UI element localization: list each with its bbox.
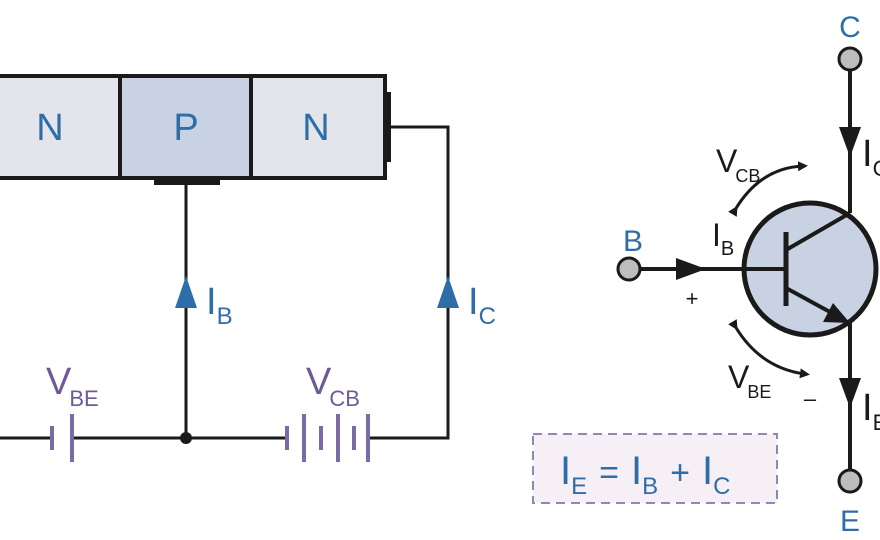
collector-current-arrow <box>437 276 459 308</box>
battery-vcb <box>285 414 370 462</box>
circuit-wires <box>0 125 450 440</box>
battery-vbe <box>50 414 74 462</box>
vbe-curved-arrow <box>728 319 810 379</box>
base-label: B <box>623 225 643 258</box>
vcb-curved-arrow <box>728 161 808 217</box>
emitter-terminal <box>837 468 863 494</box>
symbol-ie-label: IE <box>862 387 880 435</box>
n-region-left-label: N <box>36 107 63 149</box>
semiconductor-block: N P N <box>0 74 391 185</box>
collector-terminal <box>837 46 863 72</box>
base-current-arrow-symbol <box>676 258 706 280</box>
base-current-arrow <box>175 276 197 308</box>
circuit-vbe-label: VBE <box>46 361 99 411</box>
collector-current-arrow-symbol <box>839 127 861 157</box>
collector-label: C <box>839 11 861 44</box>
circuit-ib-label: IB <box>206 281 233 330</box>
symbol-ib-label: IB <box>712 217 734 260</box>
circuit-vcb-label: VCB <box>306 361 360 411</box>
n-region-right <box>249 74 387 180</box>
symbol-ic-label: IC <box>862 133 880 181</box>
collector-contact <box>383 92 391 162</box>
formula-box <box>532 433 778 504</box>
junction-node <box>180 432 192 444</box>
collector-internal <box>784 211 852 252</box>
symbol-vcb-label: VCB <box>716 143 760 186</box>
symbol-vbe-label: VBE <box>728 359 771 402</box>
plus-sign: + <box>686 286 699 311</box>
emitter-label: E <box>840 505 860 538</box>
minus-sign: – <box>804 386 817 411</box>
base-terminal <box>616 256 642 282</box>
p-region-label: P <box>173 107 198 149</box>
emitter-arrowhead <box>823 303 850 323</box>
emitter-current-arrow-symbol <box>839 378 861 408</box>
p-region <box>118 74 253 180</box>
circuit-ic-label: IC <box>468 281 496 330</box>
formula-text: IE=IB+IC <box>560 449 730 500</box>
n-region-right-label: N <box>302 107 329 149</box>
base-contact <box>154 176 220 185</box>
